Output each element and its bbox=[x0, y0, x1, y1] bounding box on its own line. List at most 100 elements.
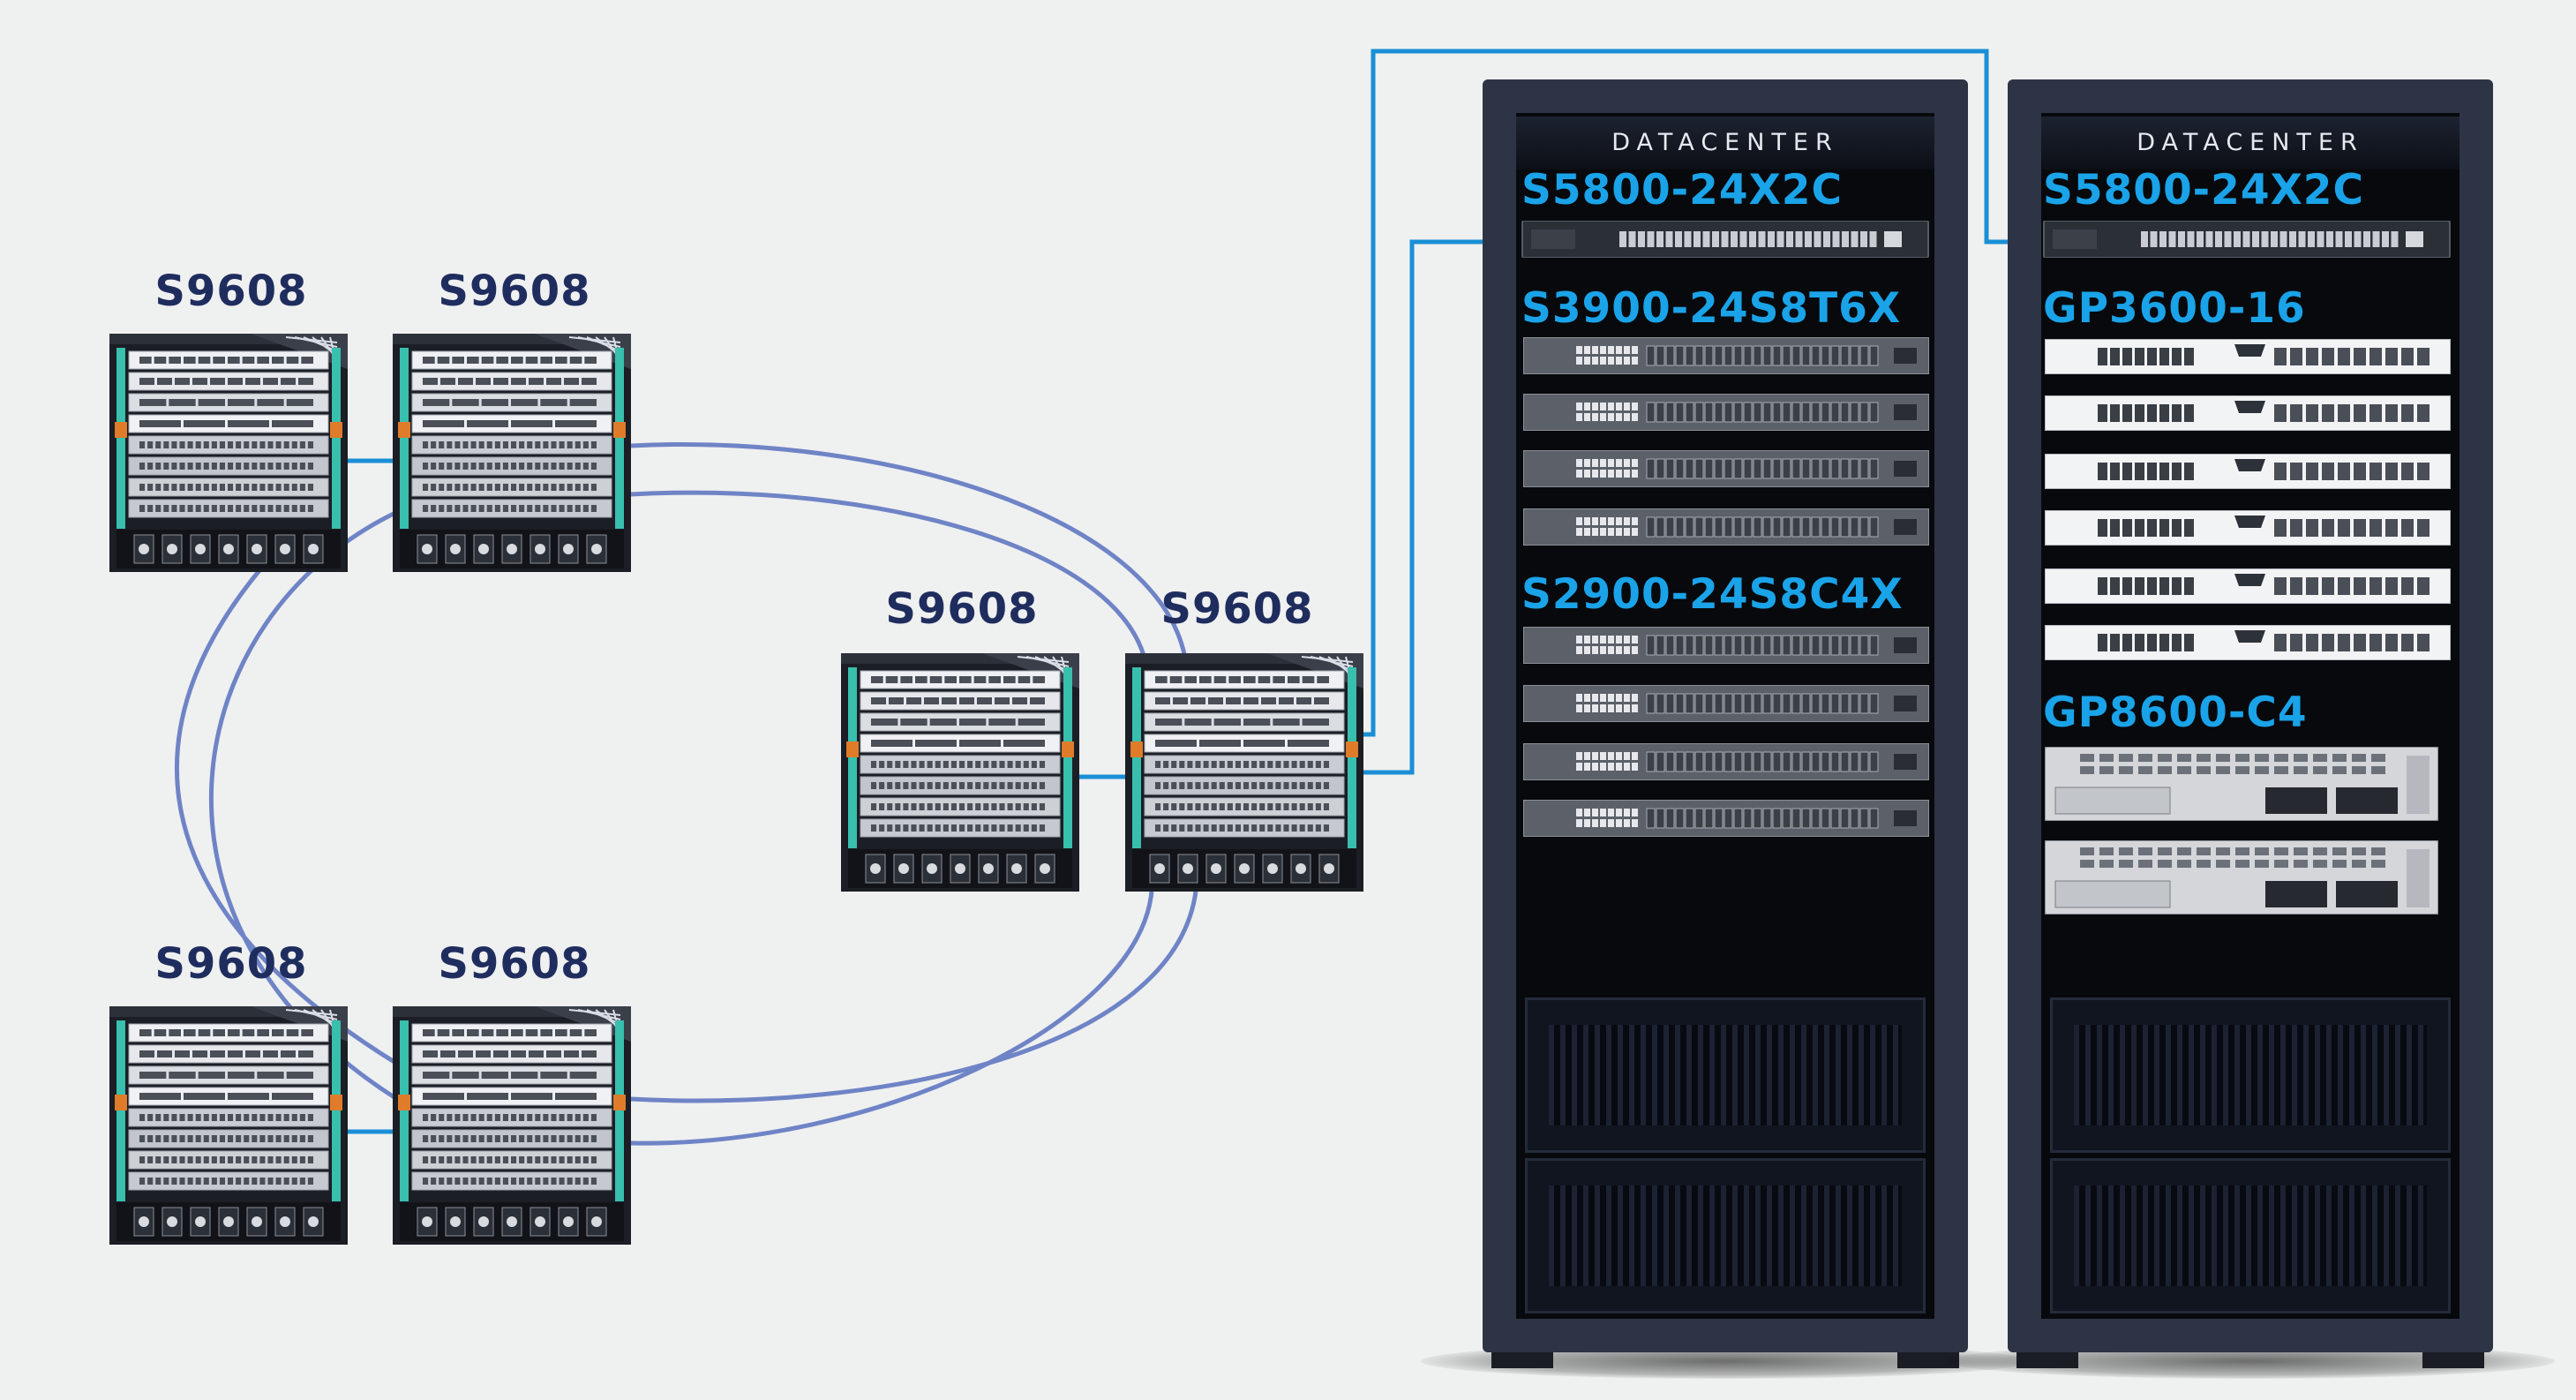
port bbox=[2317, 231, 2324, 247]
port bbox=[272, 420, 313, 427]
port bbox=[1733, 458, 1743, 479]
port bbox=[871, 803, 877, 810]
port bbox=[478, 441, 484, 448]
vent-panel bbox=[1525, 997, 1926, 1153]
port bbox=[496, 357, 508, 364]
port bbox=[447, 1135, 453, 1142]
port bbox=[543, 441, 549, 448]
port bbox=[478, 1135, 484, 1142]
port bbox=[139, 441, 146, 448]
port bbox=[575, 1114, 581, 1121]
port bbox=[1179, 824, 1185, 832]
port bbox=[154, 1029, 167, 1036]
port bbox=[299, 1178, 305, 1185]
port bbox=[967, 782, 973, 789]
pon-port bbox=[2216, 766, 2230, 774]
port bbox=[1743, 345, 1753, 366]
port bbox=[2274, 519, 2287, 537]
port bbox=[439, 441, 445, 448]
port bbox=[959, 697, 974, 704]
port bbox=[267, 441, 274, 448]
port bbox=[1584, 646, 1590, 654]
port bbox=[2385, 519, 2398, 537]
port bbox=[454, 505, 461, 512]
port bbox=[991, 803, 997, 810]
port bbox=[423, 1114, 429, 1121]
port bbox=[555, 1093, 597, 1100]
port bbox=[187, 441, 193, 448]
pon-port bbox=[2110, 463, 2120, 480]
port bbox=[1592, 413, 1598, 421]
port bbox=[2168, 231, 2176, 247]
s9608-chassis bbox=[393, 334, 631, 572]
port bbox=[1616, 346, 1622, 354]
port bbox=[1733, 635, 1743, 656]
port bbox=[139, 357, 152, 364]
port bbox=[1624, 470, 1630, 478]
port bbox=[1259, 803, 1265, 810]
port bbox=[481, 357, 494, 364]
pon-port bbox=[2255, 754, 2269, 762]
port bbox=[431, 484, 437, 491]
port bbox=[1155, 824, 1161, 832]
port bbox=[252, 505, 258, 512]
port bbox=[245, 378, 260, 385]
port bbox=[1273, 676, 1285, 683]
port bbox=[1753, 693, 1762, 714]
rack-1: DATACENTER S5800-24X2C S3900-24S8T6X S29… bbox=[1421, 79, 2030, 1379]
port bbox=[2417, 348, 2430, 365]
port bbox=[1733, 808, 1743, 829]
pon-port bbox=[2119, 766, 2133, 774]
port bbox=[307, 1178, 313, 1185]
control-card bbox=[2054, 880, 2171, 908]
port bbox=[1619, 231, 1626, 247]
port bbox=[1015, 782, 1021, 789]
port bbox=[1600, 704, 1606, 712]
port bbox=[903, 782, 909, 789]
port bbox=[1656, 345, 1665, 366]
port bbox=[139, 1072, 167, 1079]
port bbox=[999, 761, 1005, 768]
port bbox=[1219, 824, 1225, 832]
port bbox=[995, 697, 1010, 704]
s5800-switch bbox=[2043, 221, 2451, 258]
port bbox=[1714, 751, 1724, 772]
port bbox=[1608, 346, 1614, 354]
port bbox=[1791, 635, 1801, 656]
port bbox=[1685, 458, 1694, 479]
port bbox=[1656, 458, 1665, 479]
port bbox=[184, 1093, 225, 1100]
port bbox=[519, 1114, 525, 1121]
port bbox=[1302, 676, 1315, 683]
port bbox=[147, 1114, 154, 1121]
port bbox=[1299, 782, 1305, 789]
port bbox=[1840, 751, 1850, 772]
port bbox=[219, 441, 225, 448]
port bbox=[447, 505, 453, 512]
port bbox=[1291, 761, 1297, 768]
port bbox=[975, 761, 981, 768]
port bbox=[2401, 519, 2414, 537]
port bbox=[1685, 693, 1694, 714]
port bbox=[1267, 803, 1273, 810]
port bbox=[244, 1135, 250, 1142]
brand-badge bbox=[2234, 630, 2265, 643]
port bbox=[494, 463, 500, 470]
port bbox=[967, 761, 973, 768]
port bbox=[540, 357, 552, 364]
port bbox=[267, 1178, 274, 1185]
port bbox=[527, 484, 533, 491]
port bbox=[1850, 402, 1859, 423]
status-led bbox=[1062, 741, 1074, 757]
port bbox=[575, 505, 581, 512]
pon-port bbox=[2119, 754, 2133, 762]
port bbox=[582, 1178, 589, 1185]
port bbox=[307, 1156, 313, 1163]
port bbox=[1704, 402, 1714, 423]
port bbox=[1163, 824, 1169, 832]
port bbox=[1235, 782, 1241, 789]
port bbox=[1624, 357, 1630, 365]
port bbox=[1592, 470, 1598, 478]
port bbox=[179, 1135, 185, 1142]
port bbox=[887, 782, 893, 789]
